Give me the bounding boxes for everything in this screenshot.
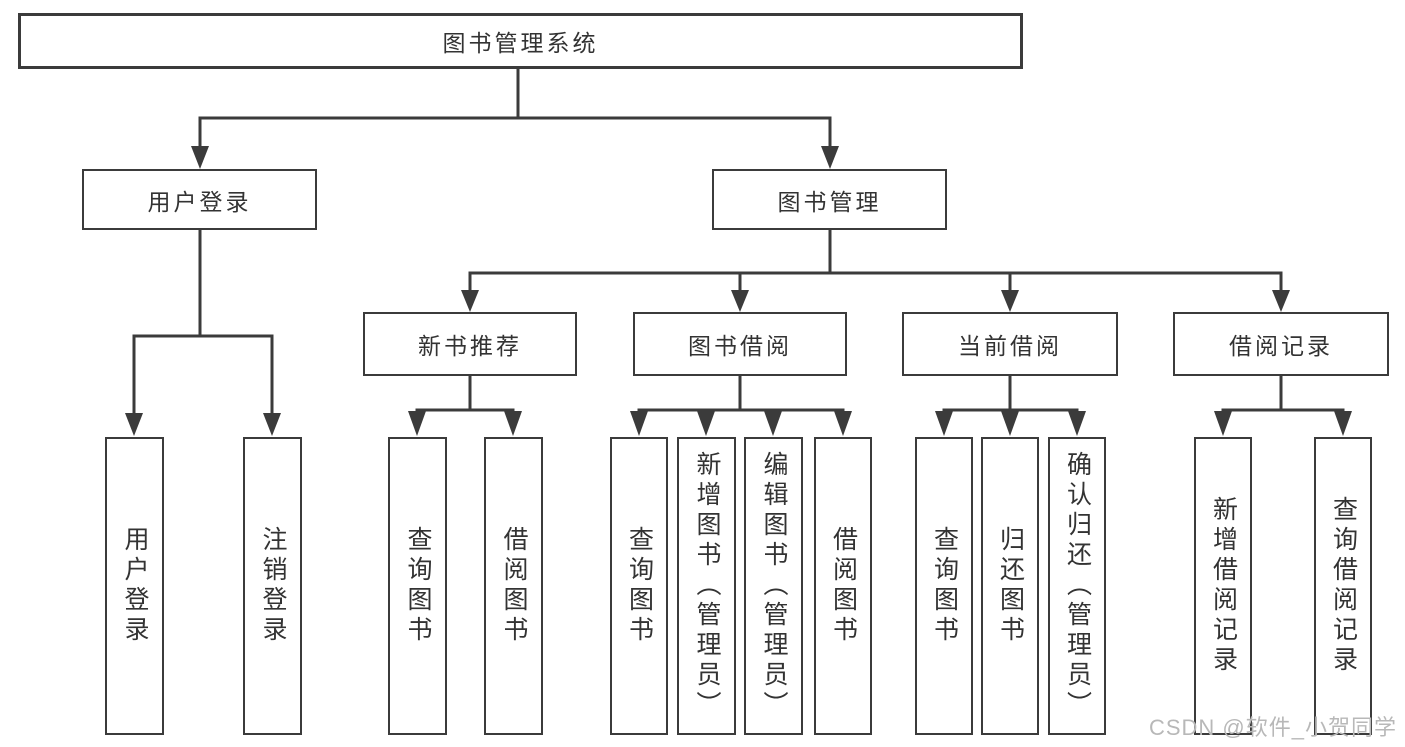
node-user-login: 用户登录 (82, 169, 317, 230)
leaf-confirm-return-admin: 确认归还（管理员） (1048, 437, 1106, 735)
leaf-add-books-admin: 新增图书（管理员） (677, 437, 736, 735)
leaf-label: 查询借阅记录 (1329, 496, 1358, 676)
leaf-label: 用户登录 (121, 526, 149, 646)
leaf-label: 查询图书 (625, 526, 654, 646)
arrowhead (504, 411, 522, 436)
arrowhead (821, 146, 839, 169)
leaf-query-books: 查询图书 (388, 437, 447, 735)
node-label: 图书借阅 (688, 333, 792, 359)
csdn-watermark: CSDN @软件_小贺同学 (1148, 715, 1397, 740)
leaf-label: 注销登录 (259, 526, 287, 646)
arrowhead (263, 413, 281, 436)
connector-user-login-to-leaves (125, 230, 281, 436)
node-new-book-recommend: 新书推荐 (363, 312, 577, 376)
node-label: 借阅记录 (1229, 333, 1333, 359)
leaf-borrow-books: 借阅图书 (484, 437, 543, 735)
arrowhead (125, 413, 143, 436)
arrowhead (764, 411, 782, 436)
arrowhead (1001, 290, 1019, 312)
node-label: 图书管理 (777, 188, 882, 215)
connector-root-to-level2 (191, 68, 839, 169)
leaf-label: 新增图书（管理员） (693, 451, 721, 721)
leaf-query-books: 查询图书 (915, 437, 973, 735)
node-label: 当前借阅 (958, 333, 1062, 359)
arrowhead (1272, 290, 1290, 312)
arrowhead (1001, 411, 1019, 436)
leaf-label: 借阅图书 (500, 526, 528, 646)
node-label: 新书推荐 (418, 333, 522, 359)
leaf-label: 编辑图书（管理员） (760, 451, 788, 721)
leaf-logout: 注销登录 (243, 437, 302, 735)
leaf-label: 归还图书 (996, 526, 1025, 646)
arrowhead (1214, 411, 1232, 436)
leaf-label: 确认归还（管理员） (1063, 451, 1092, 721)
leaf-edit-books-admin: 编辑图书（管理员） (744, 437, 803, 735)
node-current-borrow: 当前借阅 (902, 312, 1118, 376)
arrowhead (461, 290, 479, 312)
leaf-label: 新增借阅记录 (1209, 496, 1238, 676)
arrowhead (697, 411, 715, 436)
arrowhead (834, 411, 852, 436)
leaf-label: 查询图书 (930, 526, 959, 646)
leaf-user-login: 用户登录 (105, 437, 164, 735)
node-label: 用户登录 (147, 188, 252, 215)
arrowhead (191, 146, 209, 169)
connector-new-book-to-leaves (408, 376, 522, 436)
connector-book-borrow-to-leaves (630, 376, 852, 436)
leaf-query-books: 查询图书 (610, 437, 668, 735)
node-borrow-record: 借阅记录 (1173, 312, 1389, 376)
connector-current-borrow-to-leaves (935, 376, 1086, 436)
arrowhead (1334, 411, 1352, 436)
arrowhead (408, 411, 426, 436)
arrowhead (630, 411, 648, 436)
arrowhead (935, 411, 953, 436)
arrowhead (731, 290, 749, 312)
leaf-query-borrow-record: 查询借阅记录 (1314, 437, 1372, 735)
leaf-label: 查询图书 (404, 526, 432, 646)
leaf-borrow-books: 借阅图书 (814, 437, 872, 735)
node-book-borrow: 图书借阅 (633, 312, 847, 376)
node-book-management: 图书管理 (712, 169, 947, 230)
node-label: 图书管理系统 (442, 30, 599, 56)
leaf-add-borrow-record: 新增借阅记录 (1194, 437, 1252, 735)
node-library-management-system: 图书管理系统 (18, 13, 1023, 69)
leaf-label: 借阅图书 (829, 526, 858, 646)
arrowhead (1068, 411, 1086, 436)
connector-book-mgmt-to-level3 (461, 230, 1290, 312)
leaf-return-books: 归还图书 (981, 437, 1039, 735)
connector-borrow-record-to-leaves (1214, 376, 1352, 436)
